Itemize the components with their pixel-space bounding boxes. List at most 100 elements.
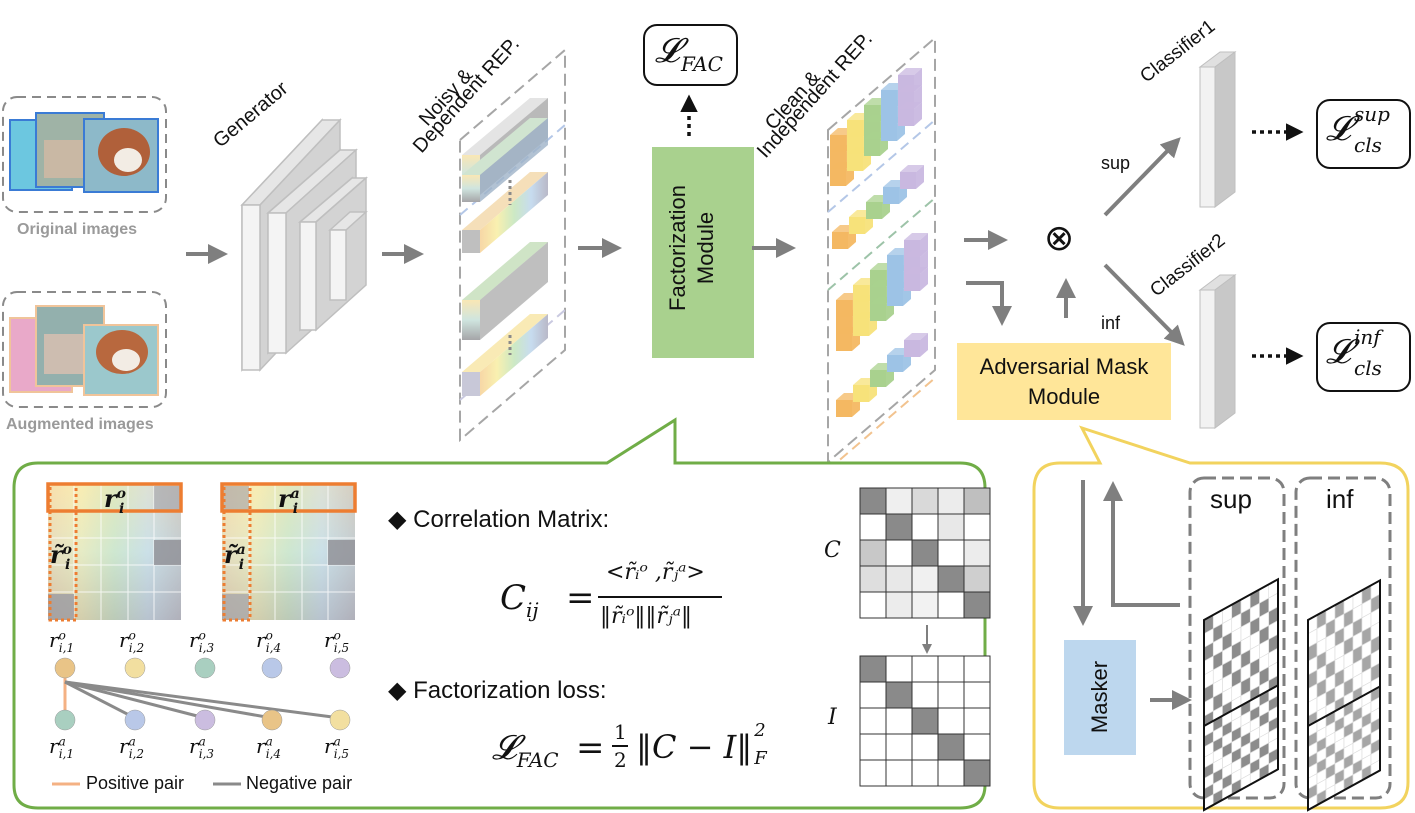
c-cell — [885, 565, 913, 593]
node-original — [54, 657, 76, 679]
factorization-module-box — [652, 147, 754, 358]
node-label-original: roi,4 — [256, 628, 282, 655]
c-cell — [859, 513, 887, 541]
factorization-module-label: Factorization Module — [665, 185, 718, 311]
bullet-factorization-loss: ◆ Factorization loss: — [388, 677, 607, 704]
label-rtilde-a-i: r̃ai — [224, 540, 246, 573]
c-cell — [963, 513, 991, 541]
clean-representation — [827, 35, 936, 471]
cube-front — [853, 385, 869, 402]
node-augmented — [124, 709, 146, 731]
i-cell — [859, 707, 887, 735]
cube-front — [836, 400, 852, 417]
arrow-up-feedback — [1103, 481, 1180, 607]
cube-front — [900, 172, 916, 189]
i-cell — [937, 707, 965, 735]
i-cell — [963, 759, 991, 787]
cube-front — [881, 124, 897, 141]
node-original — [194, 657, 216, 679]
c-cell — [937, 487, 965, 515]
node-label-original: roi,1 — [49, 628, 75, 655]
cube-side — [920, 333, 928, 357]
i-cell — [885, 759, 913, 787]
i-cell — [937, 681, 965, 709]
cube-front — [836, 334, 852, 351]
cij-equals: = — [566, 578, 595, 618]
c-cell — [911, 487, 939, 515]
i-cell — [911, 707, 939, 735]
c-cell — [963, 565, 991, 593]
cube-front — [898, 109, 914, 126]
node-label-augmented: rai,3 — [189, 734, 215, 761]
node-label-augmented: rai,2 — [119, 734, 145, 761]
node-augmented — [261, 709, 283, 731]
c-cell — [911, 513, 939, 541]
label-rtilde-o-i: r̃oi — [50, 540, 72, 573]
c-cell — [885, 513, 913, 541]
noisy-representation — [459, 47, 566, 443]
c-cell — [859, 565, 887, 593]
node-original — [329, 657, 351, 679]
legend-negative-label: Negative pair — [246, 773, 353, 793]
augmented-images-group — [2, 291, 167, 408]
lfac-loss-box: 𝓛 FAC — [643, 24, 738, 86]
node-label-original: roi,5 — [324, 628, 350, 655]
cube-front — [830, 169, 846, 186]
c-cell — [937, 539, 965, 567]
otimes-operator: ⊗ — [1044, 218, 1075, 259]
label-r-a-i: rai — [278, 484, 300, 517]
adversarial-mask-module-label: Adversarial Mask Module — [979, 354, 1149, 409]
clean-cube-grid — [830, 68, 928, 417]
node-label-augmented: rai,1 — [49, 734, 75, 761]
i-cell — [963, 655, 991, 683]
noisy-bar-2 — [462, 118, 548, 202]
mask-outline — [1307, 684, 1381, 812]
matrix-i-label: I — [828, 705, 837, 730]
i-cell — [911, 759, 939, 787]
c-cell — [937, 565, 965, 593]
nodes-augmented — [54, 709, 351, 731]
matrix-c-label: C — [824, 538, 841, 563]
c-cell — [911, 539, 939, 567]
matrix-ro — [46, 482, 183, 622]
identity-matrix-i — [859, 655, 991, 787]
c-cell — [937, 591, 965, 619]
i-cell — [937, 759, 965, 787]
masker-box — [1064, 640, 1136, 755]
matrix-ra — [220, 482, 357, 622]
c-cell — [911, 591, 939, 619]
mask-grids — [1203, 577, 1381, 812]
node-original — [261, 657, 283, 679]
lfac-lhs: 𝓛FAC — [492, 728, 559, 772]
augmented-images-caption: Augmented images — [6, 416, 154, 433]
masker-label: Masker — [1087, 660, 1112, 734]
half-numerator: 1 — [614, 720, 627, 744]
classifier2-block — [1198, 274, 1237, 429]
i-cell — [963, 681, 991, 709]
branch-inf-label: inf — [1101, 313, 1121, 333]
c-cell — [937, 513, 965, 541]
c-cell — [859, 487, 887, 515]
loss-inf-box: 𝓛 inf cls — [1316, 322, 1411, 392]
cube-side — [916, 165, 924, 189]
i-cell — [937, 733, 965, 761]
lfac-equals: = — [576, 728, 605, 768]
cij-numerator: <r̃ᵢᵒ ,r̃ⱼᵃ> — [606, 560, 705, 585]
arrow-clean-adversarial — [966, 281, 1012, 326]
node-label-original: roi,3 — [189, 628, 215, 655]
cube-front — [853, 319, 869, 336]
cube-front — [883, 187, 899, 204]
i-cell — [885, 733, 913, 761]
c-cell — [885, 539, 913, 567]
cube-front — [866, 202, 882, 219]
cij-lhs: Cij — [500, 578, 539, 622]
i-cell — [859, 759, 887, 787]
i-cell — [859, 733, 887, 761]
adversarial-mask-module-box — [957, 343, 1171, 420]
original-images-group — [2, 96, 167, 213]
i-cell — [859, 681, 887, 709]
branch-sup-label: sup — [1101, 153, 1131, 173]
node-augmented — [329, 709, 351, 731]
mask-inf-label: inf — [1326, 484, 1354, 514]
